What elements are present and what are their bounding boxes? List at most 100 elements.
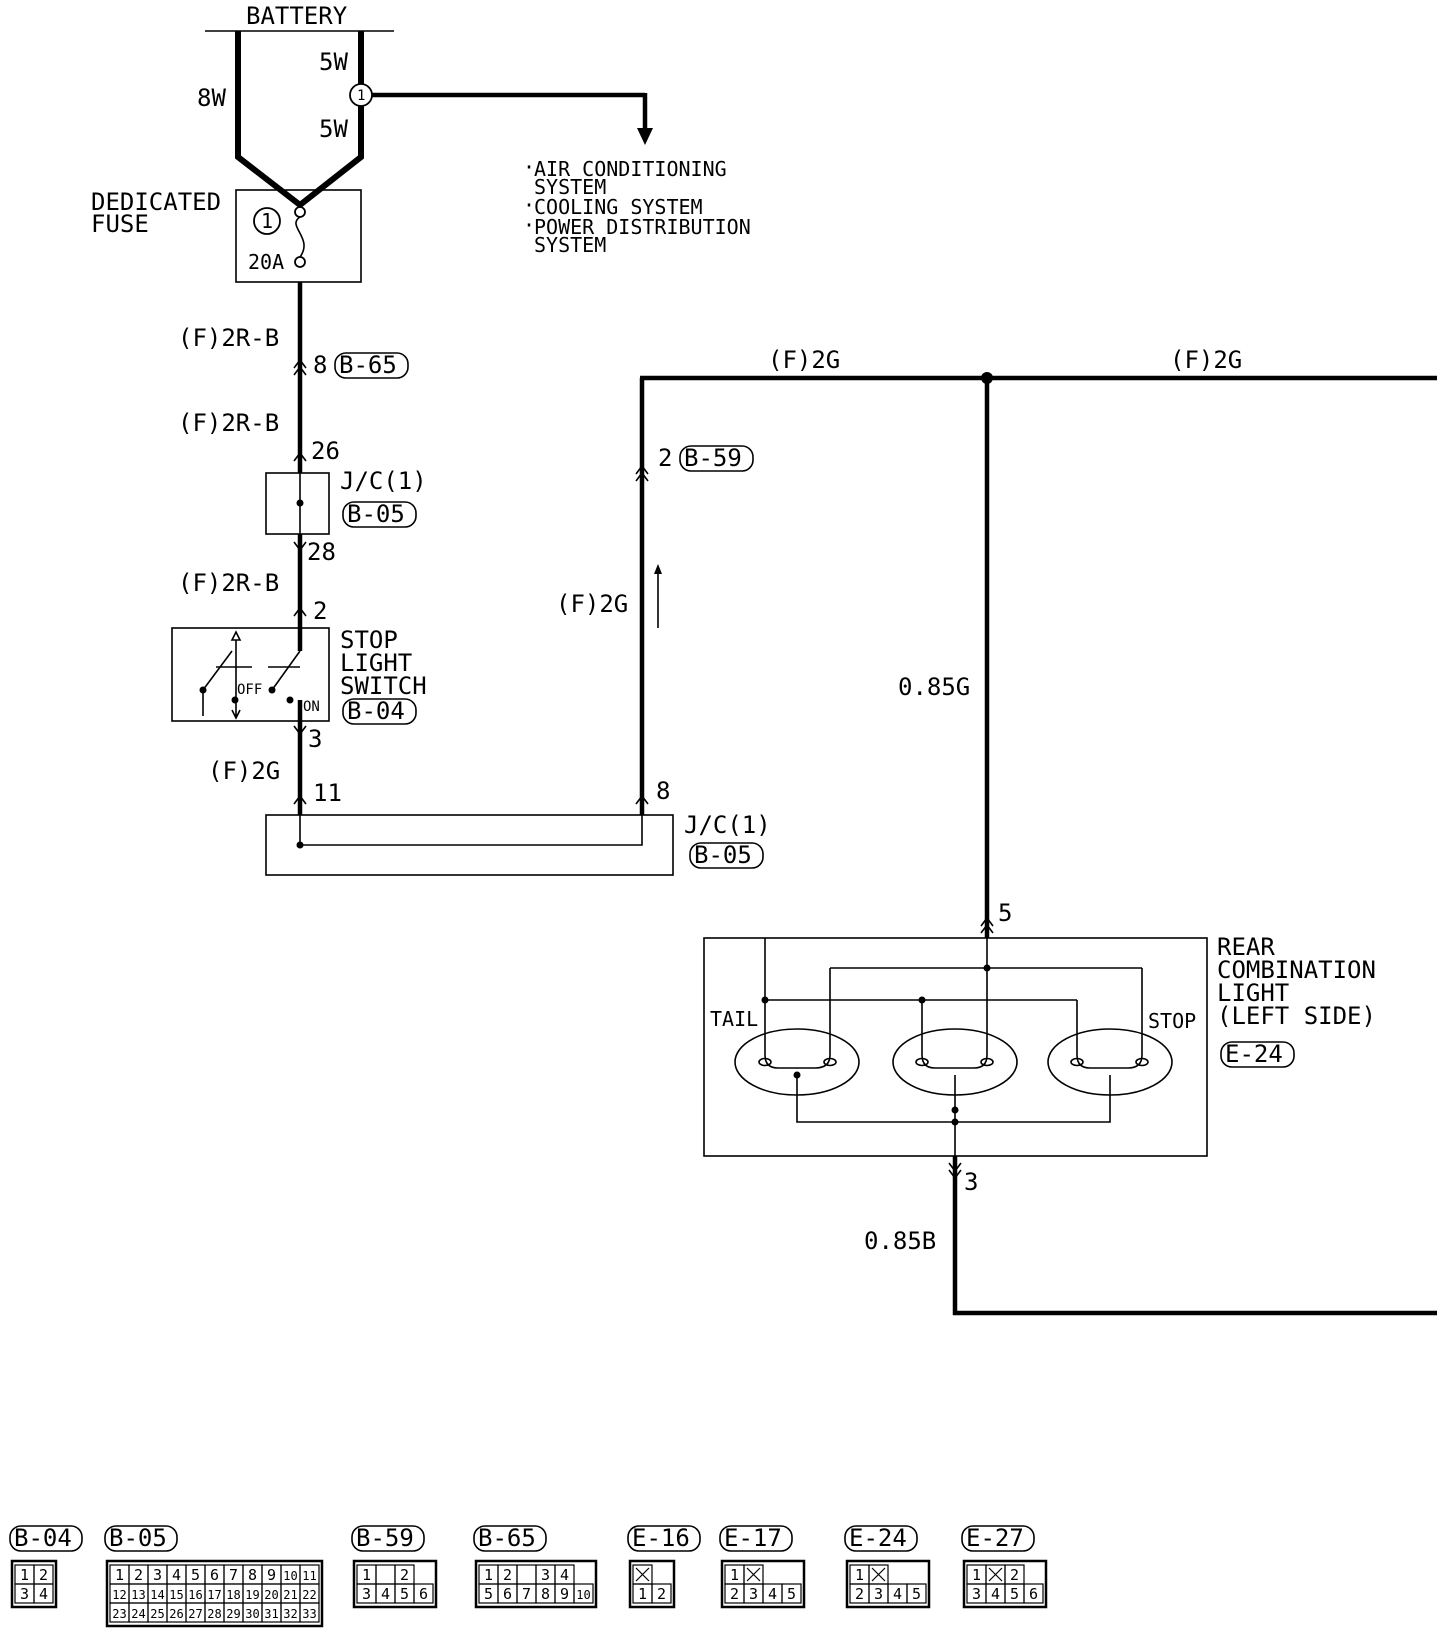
legend-pin-number: 1 (20, 1566, 29, 1584)
bulb-right-filament (1076, 968, 1143, 1069)
badge-e24 (1220, 1041, 1295, 1068)
jc-bottom-label: J/C(1) (684, 811, 771, 839)
legend-housing (10, 1559, 58, 1609)
legend-pin-number: 1 (115, 1566, 124, 1584)
legend-pin-number: 3 (749, 1585, 758, 1603)
legend-pin-number: 1 (484, 1566, 493, 1584)
legend-pin-number: 6 (1029, 1585, 1038, 1603)
arrow-up-icon (654, 564, 662, 574)
legend-pin-number: 2 (730, 1585, 739, 1603)
legend-cross-icon (988, 1567, 1003, 1582)
legend-pin-number: 30 (245, 1607, 259, 1621)
legend-cross-icon (635, 1567, 650, 1582)
pin-jc-out: 28 (307, 538, 336, 566)
legend-pin-number: 2 (503, 1566, 512, 1584)
wire-5w-top-label: 5W (319, 48, 348, 76)
wire-label-f2g-top1: (F)2G (768, 346, 840, 374)
switch-off-label: OFF (237, 682, 262, 698)
bulb-left-contact-2 (823, 1057, 837, 1067)
conn-id-e24: E-24 (1225, 1040, 1283, 1068)
switch-label-1: STOP (340, 626, 398, 654)
legend-pin-number: 11 (302, 1569, 316, 1583)
bulb-center-contact-1 (915, 1057, 929, 1067)
legend-housing (474, 1559, 598, 1609)
bulb-left-filament (764, 968, 831, 1069)
legend-pin-number: 5 (400, 1585, 409, 1603)
legend-housing (845, 1559, 931, 1609)
connector-mark-e24-in (980, 916, 994, 934)
switch-contact-2 (271, 650, 301, 691)
legend-pin-number: 1 (972, 1566, 981, 1584)
bulb-right-contact-2 (1135, 1057, 1149, 1067)
pin-jc-in: 26 (311, 437, 340, 465)
legend-pin-number: 23 (112, 1607, 126, 1621)
legend-pin-number: 10 (283, 1569, 297, 1583)
legend-pin-number: 27 (188, 1607, 202, 1621)
lamp-label-2: COMBINATION (1217, 956, 1376, 984)
conn-id-b59: B-59 (684, 444, 742, 472)
legend-connector-id: E-17 (724, 1524, 782, 1552)
legend-pin-number: 33 (302, 1607, 316, 1621)
legend-pin-number: 3 (541, 1566, 550, 1584)
badge-b05-bottom (689, 842, 764, 869)
wire-label-f2rb-2: (F)2R-B (178, 409, 279, 437)
legend-pin-cell (33, 1583, 54, 1604)
badge-b65 (334, 352, 409, 379)
pin-jc-bot-left: 11 (313, 779, 342, 807)
switch-pivot-2 (231, 696, 239, 704)
legend-pin-number: 22 (302, 1588, 316, 1602)
legend-pin-number: 4 (893, 1585, 902, 1603)
legend-pin-number: 19 (245, 1588, 259, 1602)
legend-pin-number: 1 (730, 1566, 739, 1584)
pin-e24-in: 5 (998, 899, 1012, 927)
switch-contact-1 (202, 650, 233, 691)
arrow-down-icon (637, 128, 653, 145)
legend-pin-cell (1023, 1583, 1044, 1604)
legend-pin-number: 2 (657, 1585, 666, 1603)
system-ac-2: SYSTEM (534, 175, 606, 199)
legend-pin-number: 2 (39, 1566, 48, 1584)
legend-housing (352, 1559, 438, 1609)
legend-pin-number: 5 (191, 1566, 200, 1584)
legend-pin-number: 32 (283, 1607, 297, 1621)
legend-badge (844, 1525, 918, 1552)
legend-pin-number: 4 (381, 1585, 390, 1603)
battery-label: BATTERY (246, 2, 348, 30)
legend-pin-number: 6 (419, 1585, 428, 1603)
legend-pin-number: 1 (638, 1585, 647, 1603)
legend-pin-cell (573, 1583, 594, 1604)
legend-pin-cell (413, 1583, 434, 1604)
legend-housing (628, 1559, 676, 1609)
pin-sw-in: 2 (313, 597, 327, 625)
legend-badge (9, 1525, 83, 1552)
legend-cross-icon (746, 1567, 761, 1582)
legend-pin-number: 26 (169, 1607, 183, 1621)
switch-on-label: ON (303, 699, 320, 715)
system-cooling: COOLING SYSTEM (534, 195, 703, 219)
legend-pin-number: 28 (207, 1607, 221, 1621)
legend-pin-cell (651, 1583, 672, 1604)
legend-pin-number: 7 (229, 1566, 238, 1584)
wire-label-085b: 0.85B (864, 1227, 936, 1255)
legend-pin-number: 21 (283, 1588, 297, 1602)
legend-badge (473, 1525, 547, 1552)
legend-housing (720, 1559, 806, 1609)
jc-bottom-bus (299, 815, 643, 846)
connector-mark-b65 (293, 358, 307, 376)
fuse-element-icon (295, 216, 305, 258)
lamp-stop-label: STOP (1148, 1009, 1196, 1033)
switch-label-3: SWITCH (340, 672, 427, 700)
connector-mark-jc-bot-left (293, 794, 307, 805)
wire-label-f2rb-1: (F)2R-B (178, 324, 279, 352)
legend-pin-number: 31 (264, 1607, 278, 1621)
lamp-ground-splice-3 (951, 1118, 959, 1126)
legend-badge (719, 1525, 793, 1552)
pin-jc-bot-right: 8 (656, 777, 670, 805)
legend-pin-cell (516, 1564, 537, 1585)
badge-b04 (342, 698, 417, 725)
battery-fusible-wires (235, 31, 364, 209)
legend-badge (104, 1525, 178, 1552)
